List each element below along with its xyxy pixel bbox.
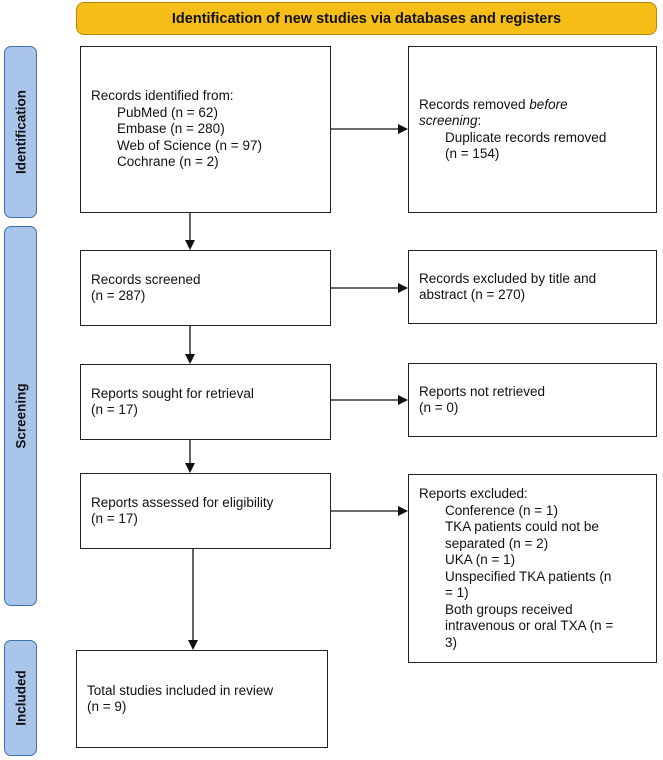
source-web-of-science: Web of Science (n = 97) [117,137,262,153]
studies-included-count: (n = 9) [87,699,127,714]
duplicates-removed-label: Duplicate records removed [445,129,607,145]
source-pubmed: PubMed (n = 62) [117,104,218,120]
records-removed-heading: Records removed before [419,97,646,114]
records-excluded-box: Records excluded by title and abstract (… [408,250,657,324]
phase-screening: Screening [4,226,37,606]
records-screened-box: Records screened (n = 287) [80,250,331,326]
removed-heading-before: before [529,96,568,112]
reports-sought-box: Reports sought for retrieval (n = 17) [80,364,331,440]
reports-not-retrieved-count: (n = 0) [419,400,459,415]
exclusion-line: TKA patients could not be [445,519,599,534]
exclusion-line: = 1) [445,585,469,600]
reports-not-retrieved-label: Reports not retrieved [419,383,546,399]
exclusion-line: Both groups received [445,601,573,617]
reports-not-retrieved-box: Reports not retrieved (n = 0) [408,363,657,437]
reports-assessed-box: Reports assessed for eligibility (n = 17… [80,473,331,549]
reports-excluded-heading: Reports excluded: [419,486,528,501]
source-cochrane: Cochrane (n = 2) [117,154,219,170]
exclusion-line: separated (n = 2) [445,535,549,551]
exclusion-line: 3) [445,634,458,650]
duplicates-removed-count: (n = 154) [445,146,500,161]
exclusion-line: Unspecified TKA patients (n [445,568,612,584]
reports-assessed-label: Reports assessed for eligibility [91,494,274,510]
phase-included: Included [4,640,37,756]
removed-heading-screening: screening [419,113,478,128]
exclusion-line: intravenous or oral TXA (n = [445,618,614,633]
source-embase: Embase (n = 280) [117,121,225,137]
records-excluded-count: abstract (n = 270) [419,287,526,302]
reports-sought-count: (n = 17) [91,402,138,417]
reports-assessed-count: (n = 17) [91,511,138,526]
reports-excluded-box: Reports excluded: Conference (n = 1) TKA… [408,474,657,663]
studies-included-label: Total studies included in review [87,682,274,698]
removed-heading-colon: : [477,113,482,128]
records-identified-heading: Records identified from: [91,88,234,104]
studies-included-box: Total studies included in review (n = 9) [76,650,328,748]
identification-banner: Identification of new studies via databa… [76,2,657,35]
records-removed-box: Records removed before screening: Duplic… [408,46,657,213]
records-excluded-label: Records excluded by title and [419,270,597,286]
records-screened-count: (n = 287) [91,288,146,303]
phase-identification: Identification [4,46,37,218]
records-screened-label: Records screened [91,271,201,287]
reports-sought-label: Reports sought for retrieval [91,385,254,401]
removed-heading-prefix: Records removed [419,96,530,112]
exclusion-line: UKA (n = 1) [445,552,516,567]
exclusion-line: Conference (n = 1) [445,502,558,518]
records-removed-heading-line2: screening: [419,113,646,130]
records-identified-box: Records identified from: PubMed (n = 62)… [80,46,331,213]
